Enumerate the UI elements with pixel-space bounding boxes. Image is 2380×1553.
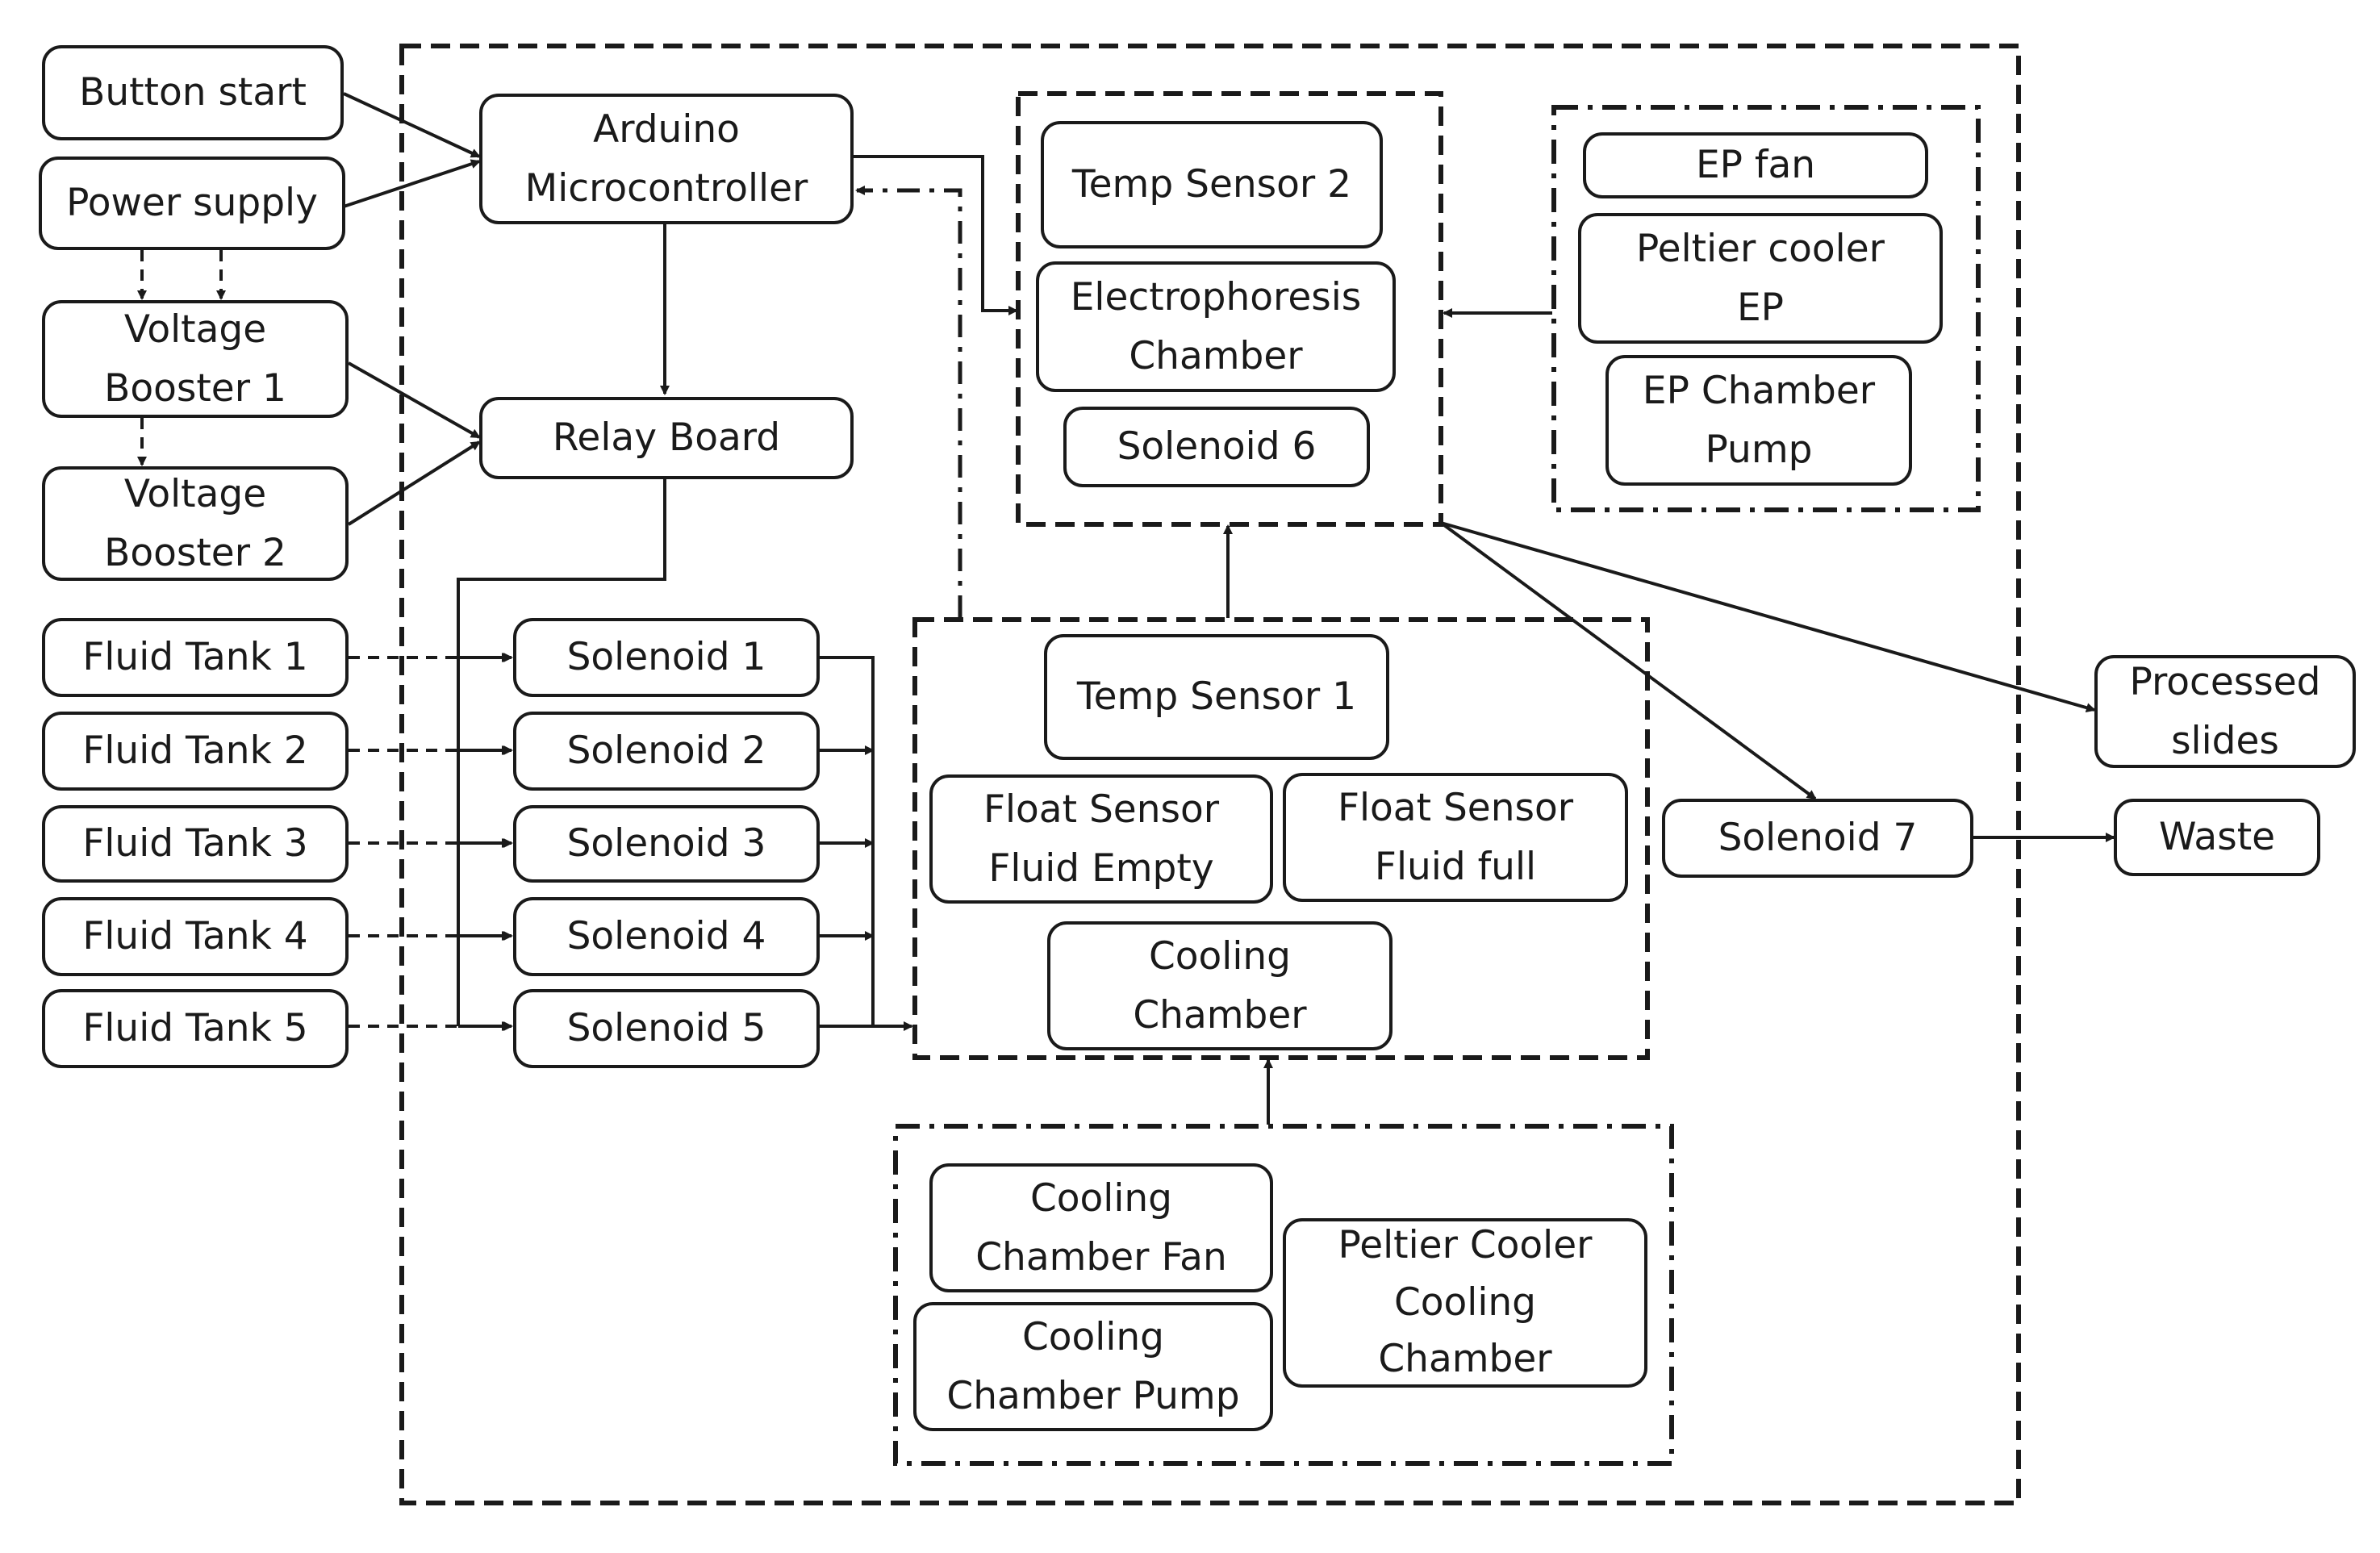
node-solenoid-3: Solenoid 3 (513, 805, 820, 883)
node-fluid-tank-3: Fluid Tank 3 (42, 805, 349, 883)
connector-solenoid-1-out (820, 656, 875, 1026)
connector-cooling-feedback-to-arduino (855, 186, 962, 618)
connector-relay-bus (457, 479, 666, 1026)
connector-arduino-to-ep-chamber (854, 155, 1018, 315)
node-fluid-tank-2: Fluid Tank 2 (42, 712, 349, 791)
node-temp-sensor-2: Temp Sensor 2 (1041, 121, 1383, 248)
node-cooling-chamber-pump: Cooling Chamber Pump (913, 1302, 1273, 1431)
node-solenoid-6: Solenoid 6 (1063, 407, 1370, 487)
connector-power-to-arduino (343, 159, 481, 208)
node-peltier-cooler-ep: Peltier cooler EP (1578, 213, 1943, 344)
node-solenoid-1: Solenoid 1 (513, 618, 820, 697)
node-cooling-chamber: Cooling Chamber (1047, 921, 1393, 1050)
node-voltage-booster-1: Voltage Booster 1 (42, 300, 349, 418)
cooling-chamber-group-boundary (912, 617, 1650, 1060)
node-solenoid-5: Solenoid 5 (513, 989, 820, 1068)
connector-button-to-arduino (343, 92, 481, 158)
node-ep-fan: EP fan (1583, 132, 1928, 198)
ep-cooling-group-boundary (1551, 105, 1981, 512)
node-peltier-cooler-cooling-chamber: Peltier Cooler Cooling Chamber (1283, 1218, 1647, 1388)
node-button-start: Button start (42, 45, 344, 140)
node-relay-board: Relay Board (479, 397, 854, 479)
node-fluid-tank-4: Fluid Tank 4 (42, 897, 349, 976)
main-system-boundary (399, 44, 2021, 1505)
node-ep-chamber-pump: EP Chamber Pump (1605, 355, 1912, 486)
connector-ep-to-processed-slides (1440, 521, 2096, 713)
node-electrophoresis-chamber: Electrophoresis Chamber (1036, 261, 1396, 392)
node-temp-sensor-1: Temp Sensor 1 (1044, 634, 1389, 760)
node-processed-slides: Processed slides (2094, 655, 2356, 768)
node-voltage-booster-2: Voltage Booster 2 (42, 466, 349, 581)
node-solenoid-7: Solenoid 7 (1662, 799, 1973, 878)
cooling-system-group-boundary (893, 1124, 1674, 1466)
connector-booster2-to-relay (347, 440, 481, 526)
node-solenoid-2: Solenoid 2 (513, 712, 820, 791)
node-fluid-tank-5: Fluid Tank 5 (42, 989, 349, 1068)
node-cooling-chamber-fan: Cooling Chamber Fan (929, 1163, 1273, 1292)
node-power-supply: Power supply (39, 157, 345, 250)
connector-ep-to-solenoid-7 (1439, 521, 1817, 800)
node-float-sensor-fluid-full: Float Sensor Fluid full (1283, 773, 1628, 902)
node-arduino-microcontroller: Arduino Microcontroller (479, 94, 854, 224)
connector-booster1-to-relay (348, 361, 481, 439)
node-fluid-tank-1: Fluid Tank 1 (42, 618, 349, 697)
node-float-sensor-fluid-empty: Float Sensor Fluid Empty (929, 774, 1273, 904)
node-solenoid-4: Solenoid 4 (513, 897, 820, 976)
node-waste: Waste (2114, 799, 2320, 876)
